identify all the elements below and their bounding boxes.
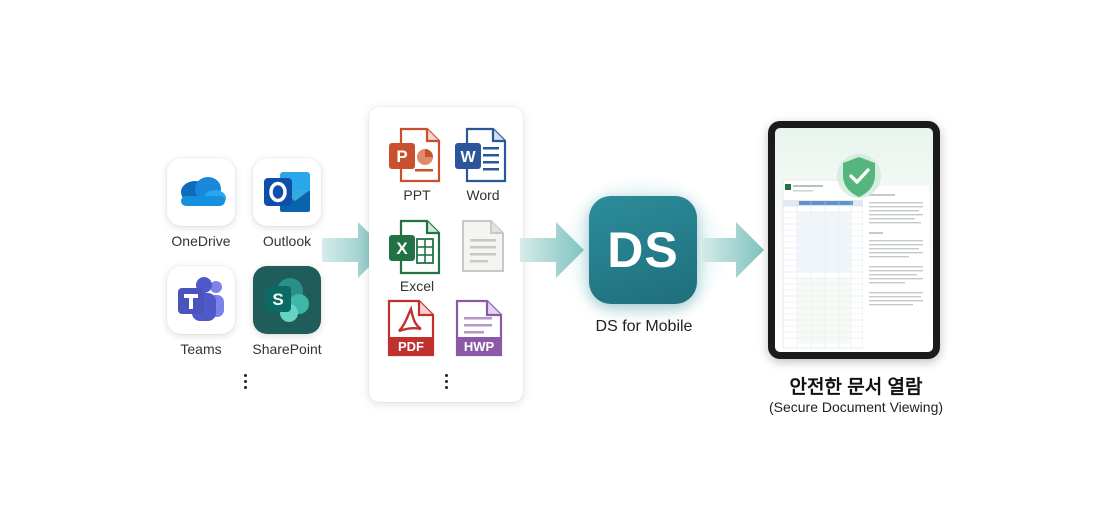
product-caption: DS for Mobile <box>595 318 693 335</box>
onedrive-tile[interactable] <box>167 158 235 226</box>
sharepoint-tile[interactable]: S <box>253 266 321 334</box>
result-title: 안전한 문서 열람 <box>789 377 923 398</box>
svg-text:S: S <box>272 290 283 309</box>
excel-label: Excel <box>399 278 435 294</box>
outlook-tile[interactable] <box>253 158 321 226</box>
word-label: Word <box>466 187 500 203</box>
ppt-label: PPT <box>403 187 431 203</box>
teams-tile[interactable] <box>167 266 235 334</box>
tablet-screen <box>775 128 933 352</box>
outlook-label: Outlook <box>262 233 312 249</box>
teams-label: Teams <box>180 341 222 357</box>
sharepoint-label: SharePoint <box>252 341 322 357</box>
onedrive-label: OneDrive <box>171 233 231 249</box>
svg-text:HWP: HWP <box>464 339 495 354</box>
arrow-icon <box>700 222 764 278</box>
more-formats-icon[interactable] <box>444 374 450 392</box>
result-subtitle: (Secure Document Viewing) <box>768 399 944 415</box>
pdf-file-icon[interactable]: PDF <box>387 299 435 357</box>
ds-logo-icon[interactable]: DS <box>589 196 697 304</box>
document-preview-icon <box>782 179 929 349</box>
shield-check-icon <box>837 154 881 198</box>
hwp-file-icon[interactable]: HWP <box>455 299 503 357</box>
file-formats-card: P PPT W Word X Excel P <box>369 107 523 402</box>
powerpoint-file-icon[interactable]: P <box>387 127 441 183</box>
excel-file-icon[interactable]: X <box>387 219 441 275</box>
word-file-icon[interactable]: W <box>453 127 507 183</box>
svg-text:P: P <box>396 147 407 166</box>
text-file-icon[interactable] <box>461 219 505 273</box>
more-sources-icon[interactable] <box>243 374 249 392</box>
ds-logo-text: DS <box>607 222 679 278</box>
outlook-icon <box>264 172 310 212</box>
sharepoint-icon: S <box>265 278 309 322</box>
svg-text:X: X <box>396 239 408 258</box>
svg-text:W: W <box>460 149 476 166</box>
svg-text:PDF: PDF <box>398 339 424 354</box>
tablet-icon <box>768 121 940 359</box>
onedrive-icon <box>181 177 226 206</box>
teams-icon <box>178 277 224 321</box>
